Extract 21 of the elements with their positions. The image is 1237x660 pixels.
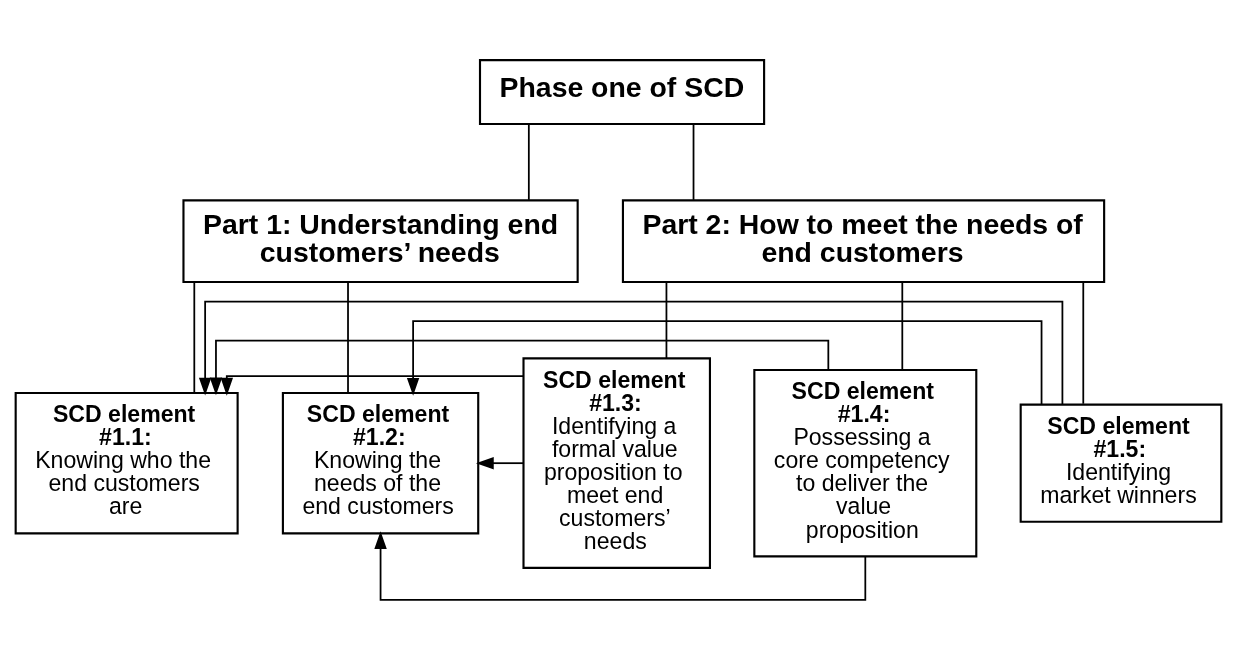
- node-box: SCD element #1.3: Identifying a formal value proposition to meet end customers’ needs: [522, 357, 711, 569]
- node-box: SCD element #1.4: Possessing a core competency to deliver the value proposition: [753, 368, 978, 558]
- connector: [901, 281, 904, 371]
- node-box: Part 2: How to meet the needs of end customers: [621, 199, 1106, 284]
- node-box: Phase one of SCD: [478, 59, 766, 126]
- connector: [665, 281, 668, 359]
- connector: [193, 281, 196, 394]
- arrow: [475, 456, 525, 470]
- node-box: Part 1: Understanding end customers’ needs: [182, 199, 579, 284]
- arrow: [220, 375, 525, 396]
- arrow: [374, 531, 867, 601]
- arrow: [198, 300, 1064, 406]
- node-box: SCD element #1.5: Identifying market winners: [1019, 403, 1223, 523]
- arrow: [209, 339, 830, 396]
- connector: [1082, 281, 1085, 405]
- arrow: [406, 320, 1043, 406]
- node-box: SCD element #1.2: Knowing the needs of the end customers: [281, 391, 480, 535]
- connector: [692, 123, 695, 201]
- connector: [527, 123, 530, 201]
- node-box: SCD element #1.1: Knowing who the end customers are: [14, 391, 239, 535]
- connector: [347, 281, 349, 394]
